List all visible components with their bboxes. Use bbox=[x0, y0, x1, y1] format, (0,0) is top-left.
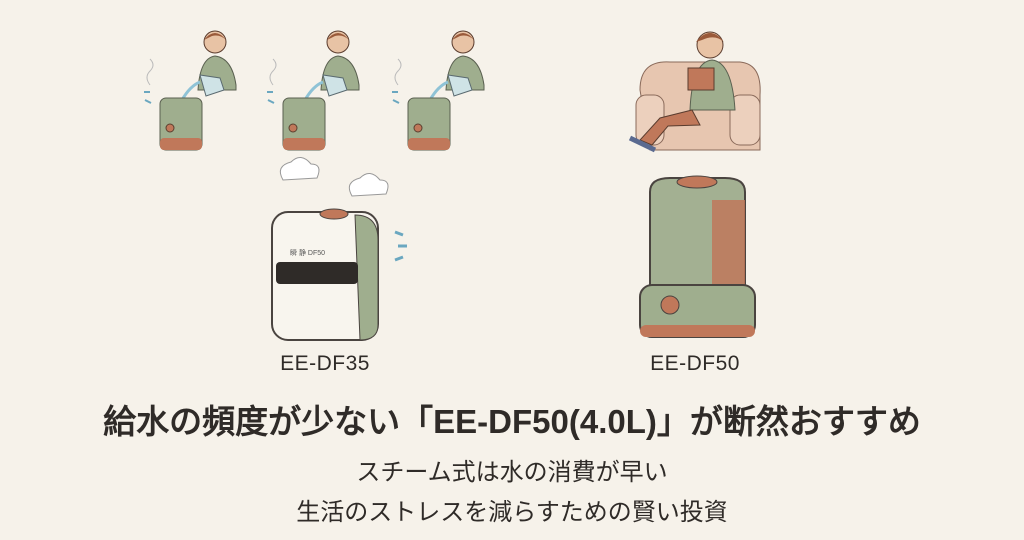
subline-2: 生活のストレスを減らすための賢い投資 bbox=[296, 499, 728, 526]
model-label-ee-df35: EE-DF35 bbox=[280, 352, 370, 375]
ee-df35-illustration: 瞬 静 DF50 bbox=[271, 157, 407, 341]
ee-df50-illustration bbox=[639, 175, 756, 338]
subline-1: スチーム式は水の消費が早い bbox=[356, 459, 668, 486]
svg-text:瞬 静 DF50: 瞬 静 DF50 bbox=[290, 248, 325, 257]
relaxing-person-armchair bbox=[628, 31, 761, 153]
refill-scene-2 bbox=[265, 29, 361, 152]
headline: 給水の頻度が少ない「EE-DF50(4.0L)」が断然おすすめ bbox=[103, 403, 921, 440]
model-label-ee-df50: EE-DF50 bbox=[650, 352, 740, 375]
refill-scene-3 bbox=[390, 29, 486, 152]
refill-scene-1 bbox=[142, 29, 238, 152]
